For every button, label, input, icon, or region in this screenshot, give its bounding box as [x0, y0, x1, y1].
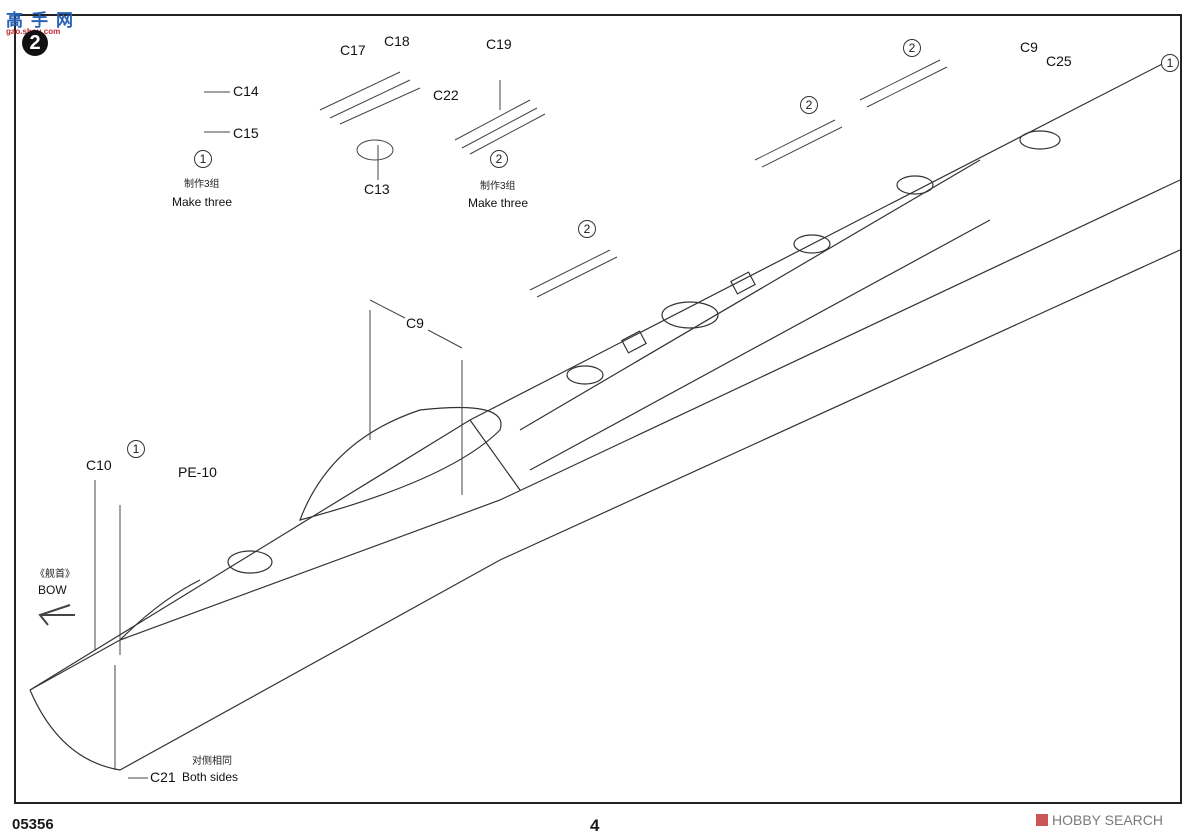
- part-label-c15: C15: [233, 125, 259, 141]
- part-label-c19: C19: [486, 36, 512, 52]
- hull-outline: [29, 59, 1181, 771]
- part-label-c22: C22: [433, 87, 459, 103]
- part-label-c21: C21: [150, 769, 176, 785]
- sub-assembly-marker-1: 1: [1161, 54, 1179, 72]
- note-en: Make three: [172, 195, 233, 209]
- part-label-pe10: PE-10: [178, 464, 217, 480]
- bow-arrow-icon: [38, 604, 75, 626]
- part-label-c14: C14: [233, 83, 259, 99]
- part-label-c17: C17: [340, 42, 366, 58]
- site-logo: 高手网: [6, 11, 81, 30]
- guns: [319, 59, 948, 298]
- part-label-c9: C9: [1020, 39, 1038, 55]
- note-cn: 对侧相同: [192, 756, 232, 767]
- kit-number: 05356: [12, 816, 54, 833]
- bow-label-cn: 《舰首》: [35, 569, 75, 580]
- step-number-badge: 2: [22, 30, 48, 56]
- hobby-search-watermark: HOBBY SEARCH: [1036, 812, 1163, 828]
- sub-assembly-marker-1: 1: [127, 440, 145, 458]
- watermark-text: HOBBY SEARCH: [1052, 812, 1163, 828]
- part-label-c18: C18: [384, 33, 410, 49]
- part-label-c9: C9: [406, 315, 424, 331]
- part-label-c10: C10: [86, 457, 112, 473]
- note-en: Make three: [468, 196, 529, 210]
- note-cn: 制作3组: [480, 181, 516, 192]
- note-en: Both sides: [182, 770, 239, 784]
- sub-assembly-marker-2: 2: [800, 96, 818, 114]
- deck-circle: [227, 550, 273, 574]
- sub-assembly-marker-1: 1: [194, 150, 212, 168]
- note-cn: 制作3组: [184, 179, 220, 190]
- sub-assembly-marker-2: 2: [490, 150, 508, 168]
- part-label-c13: C13: [364, 181, 390, 197]
- part-label-c25: C25: [1046, 53, 1072, 69]
- sub-assembly-marker-2: 2: [578, 220, 596, 238]
- sub-assembly-marker-2: 2: [903, 39, 921, 57]
- deck-opening: [299, 406, 502, 521]
- leader-lines: [94, 80, 501, 779]
- bow-label-en: BOW: [38, 583, 67, 597]
- instruction-frame: [14, 14, 1182, 804]
- hobby-search-logo-icon: [1036, 814, 1048, 826]
- page-number: 4: [590, 816, 600, 835]
